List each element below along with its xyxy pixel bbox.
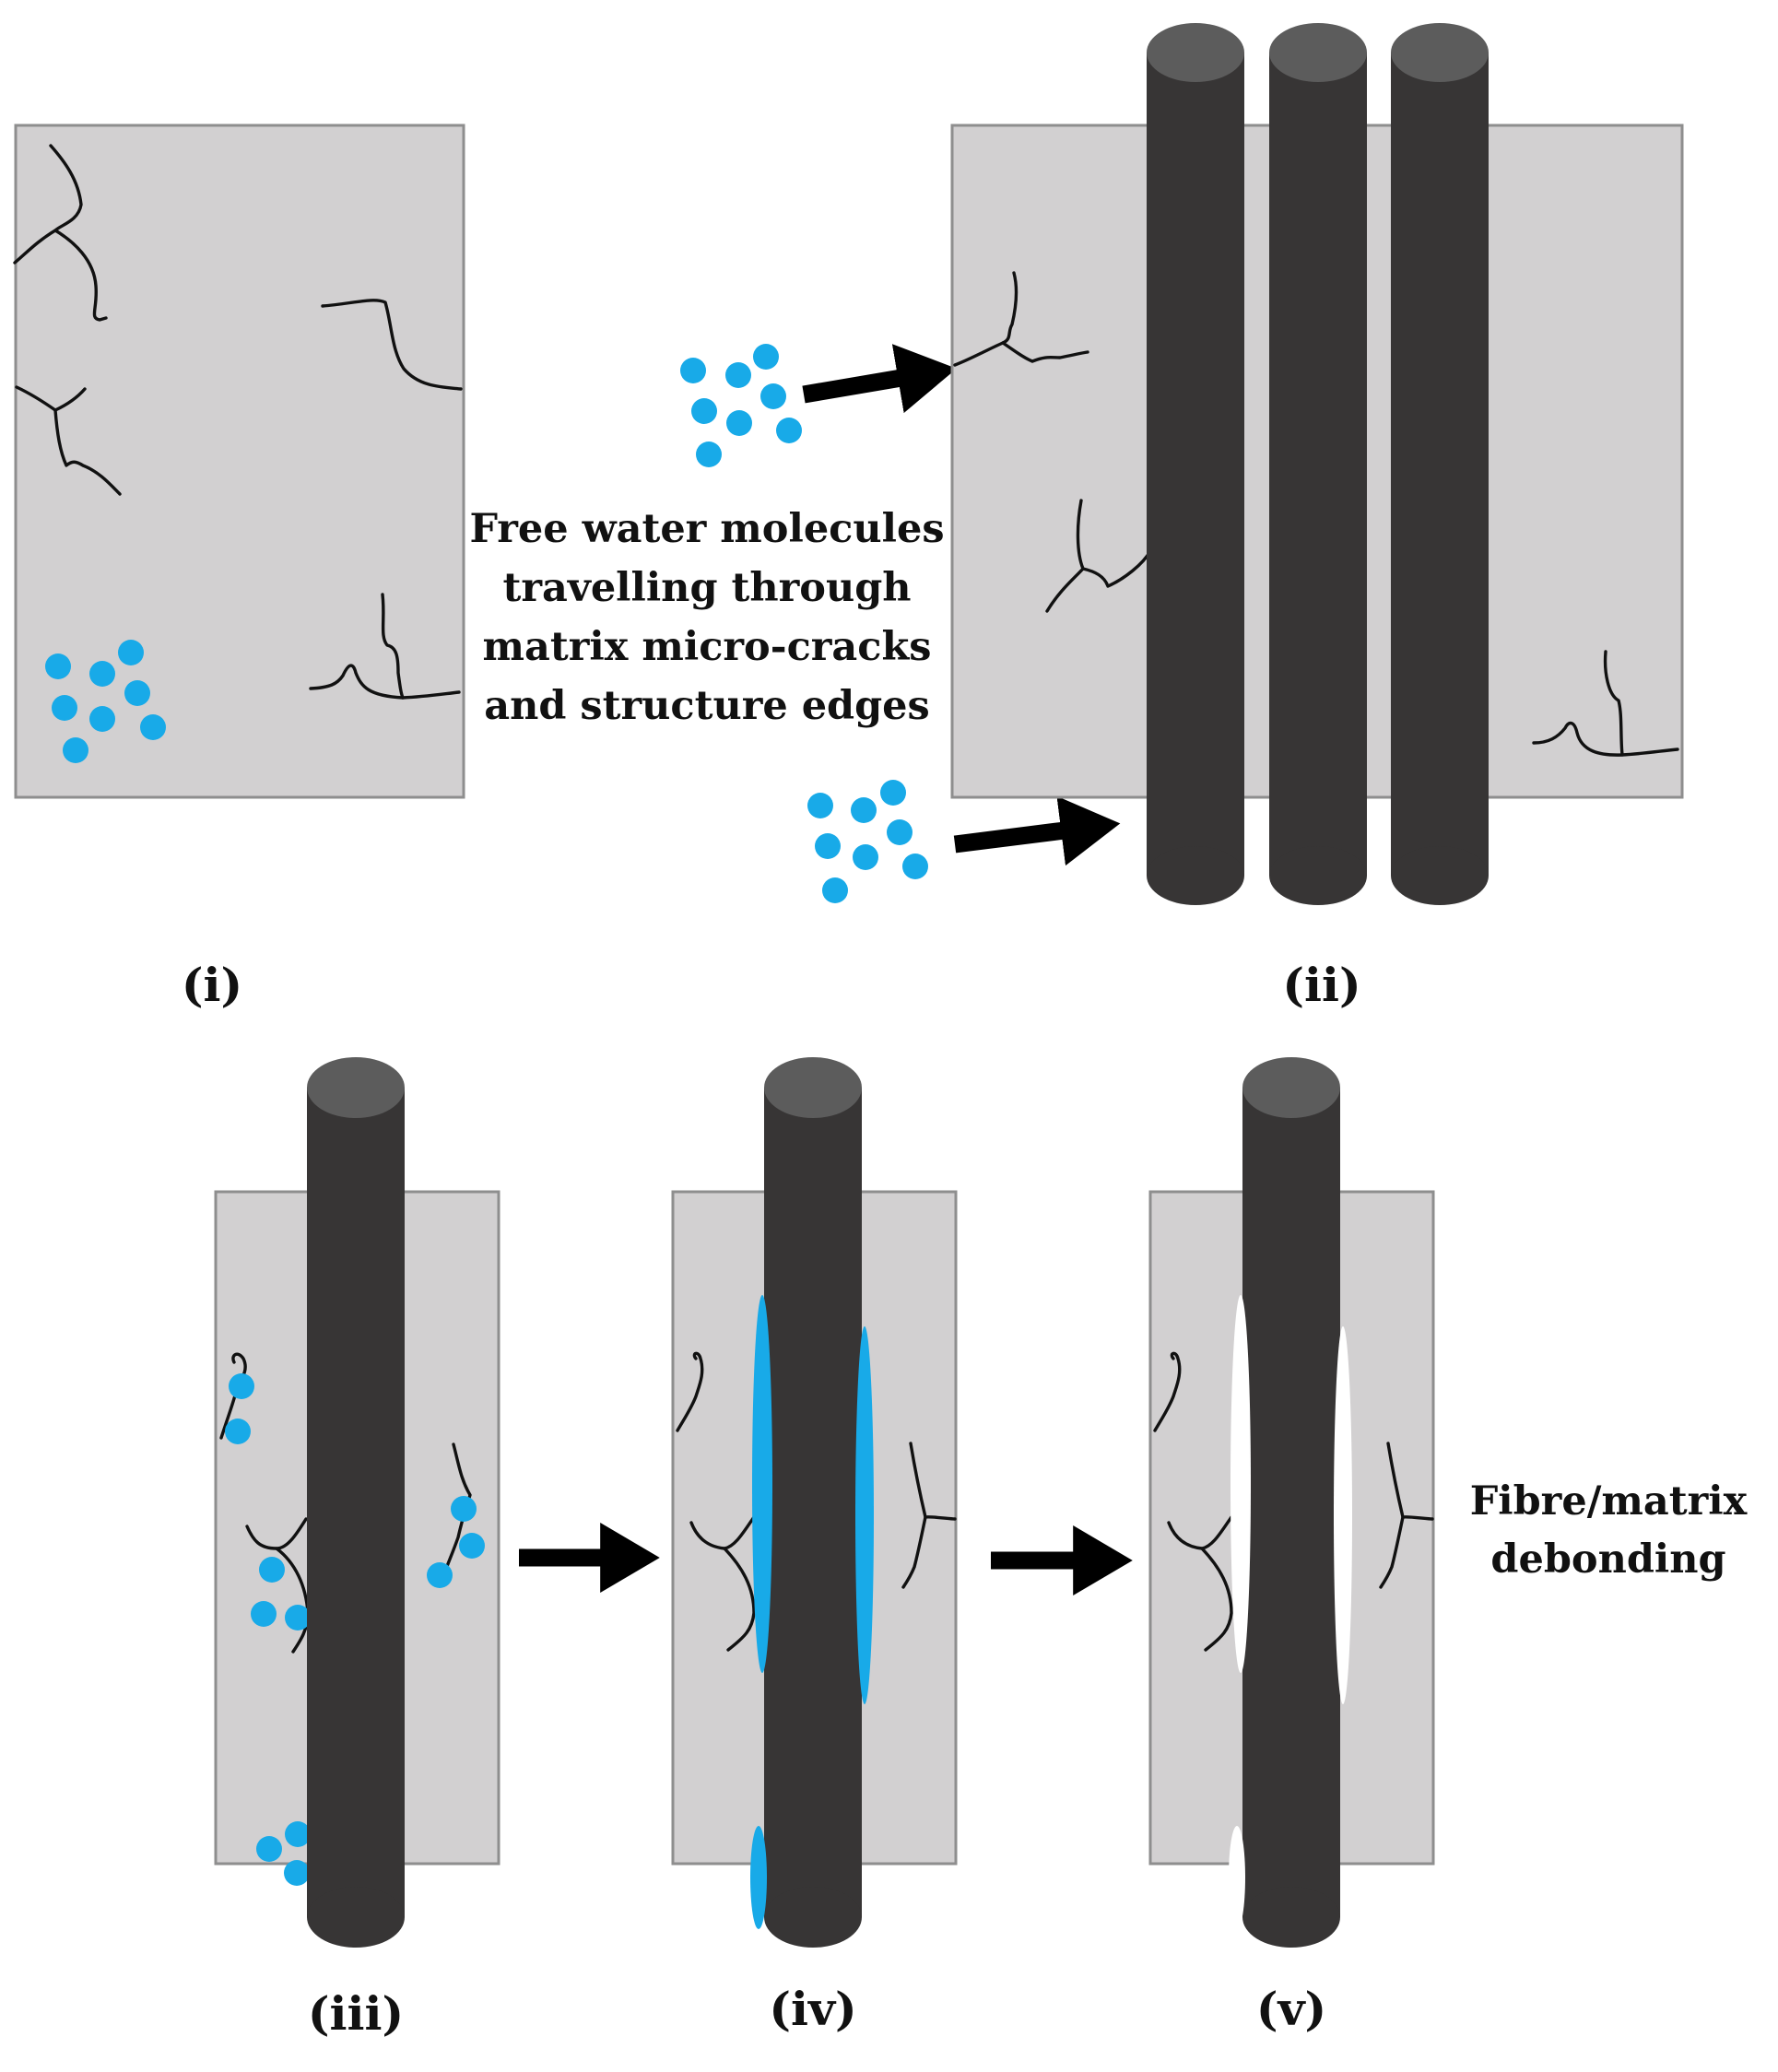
water-molecule-icon: [451, 1496, 477, 1522]
fibre-end-cap: [1242, 1057, 1340, 1118]
water-molecule-icon: [63, 737, 88, 763]
water-molecule-icon: [696, 441, 722, 467]
water-molecule-cluster: [45, 640, 166, 763]
water-molecule-icon: [140, 714, 166, 740]
panel-label-iv: (iv): [769, 1982, 856, 2036]
fibre: [307, 1057, 405, 1948]
water-molecule-icon: [52, 695, 77, 721]
panel-v: (v): [1148, 1057, 1435, 2036]
water-molecule-icon: [229, 1373, 254, 1399]
fibre-end-cap: [1391, 23, 1489, 82]
water-molecule-icon: [89, 661, 115, 687]
water-molecule-icon: [851, 797, 877, 823]
panel-label-i: (i): [182, 958, 242, 1012]
water-molecule-icon: [753, 344, 779, 370]
water-molecule-icon: [89, 706, 115, 732]
arrow-right-icon: [802, 344, 957, 414]
panel-i: (i): [13, 124, 465, 1012]
water-molecule-cluster-upper: [680, 344, 802, 467]
water-molecule-icon: [259, 1557, 285, 1583]
matrix-block: [14, 124, 465, 799]
panel-iv: (iv): [671, 1057, 958, 2036]
fibre: [764, 1057, 862, 1948]
water-molecule-icon: [691, 398, 717, 424]
debond-caption-line-1: Fibre/matrix: [1470, 1478, 1748, 1525]
caption-line-2: travelling through: [502, 565, 911, 611]
debond-gap-left-lower: [1229, 1826, 1245, 1929]
fibre: [1269, 23, 1367, 905]
panel-label-iii: (iii): [308, 1986, 404, 2041]
water-molecule-icon: [251, 1601, 277, 1627]
debond-caption: Fibre/matrix debonding: [1470, 1478, 1748, 1583]
panel-iii: (iii): [214, 1057, 500, 2041]
fibre-body: [307, 1088, 405, 1917]
water-molecule-icon: [807, 793, 833, 818]
water-molecule-icon: [459, 1533, 485, 1559]
fibre-end-cap: [307, 1057, 405, 1118]
water-molecule-icon: [285, 1605, 311, 1631]
water-film-right: [855, 1326, 874, 1704]
water-molecule-icon: [776, 418, 802, 443]
matrix-cracks: [1153, 1351, 1434, 1652]
fibre-end-cap: [1147, 23, 1244, 82]
water-molecule-cluster: [225, 1373, 485, 1886]
fibre-body: [1147, 53, 1244, 876]
water-molecule-icon: [760, 383, 786, 409]
water-molecule-icon: [256, 1836, 282, 1862]
water-molecule-icon: [124, 680, 150, 706]
water-film: [750, 1295, 874, 1929]
fibre-body: [764, 1088, 862, 1917]
water-film-left: [752, 1295, 772, 1673]
fibre-body: [1242, 1088, 1340, 1917]
water-molecule-icon: [285, 1821, 311, 1847]
matrix-cracks: [676, 1351, 957, 1652]
water-molecule-icon: [284, 1860, 310, 1886]
fibre-body: [1391, 53, 1489, 876]
water-molecule-icon: [815, 833, 841, 859]
panel-ii: (ii): [680, 23, 1684, 1012]
water-molecule-cluster-lower: [807, 780, 928, 903]
water-molecule-icon: [427, 1562, 453, 1588]
matrix-cracks: [13, 144, 463, 700]
water-molecule-icon: [225, 1419, 251, 1444]
water-film-left-lower: [750, 1826, 767, 1929]
water-molecule-icon: [902, 854, 928, 879]
arrow-right-icon: [953, 795, 1121, 866]
water-molecule-icon: [680, 358, 706, 383]
caption-line-1: Free water molecules: [469, 506, 944, 552]
water-molecule-icon: [822, 877, 848, 903]
water-molecule-icon: [726, 410, 752, 436]
water-molecule-icon: [118, 640, 144, 665]
debond-gap: [1229, 1295, 1352, 1929]
water-molecule-icon: [887, 819, 913, 845]
water-molecule-icon: [725, 362, 751, 388]
matrix-cracks: [953, 271, 1679, 757]
fibre: [1391, 23, 1489, 905]
water-caption: Free water molecules travelling through …: [469, 506, 944, 729]
caption-line-3: matrix micro-cracks: [483, 624, 932, 670]
water-molecule-icon: [45, 653, 71, 679]
water-molecule-icon: [853, 844, 878, 870]
debond-gap-right: [1334, 1326, 1352, 1704]
water-molecule-icon: [880, 780, 906, 806]
debond-caption-line-2: debonding: [1490, 1536, 1725, 1583]
caption-line-4: and structure edges: [484, 683, 930, 729]
fibre-body: [1269, 53, 1367, 876]
panel-label-v: (v): [1256, 1982, 1326, 2036]
fibre: [1147, 23, 1244, 905]
debond-gap-left: [1230, 1295, 1251, 1673]
fibre-end-cap: [764, 1057, 862, 1118]
panel-label-ii: (ii): [1282, 958, 1360, 1012]
fibre-end-cap: [1269, 23, 1367, 82]
fibre: [1242, 1057, 1340, 1948]
